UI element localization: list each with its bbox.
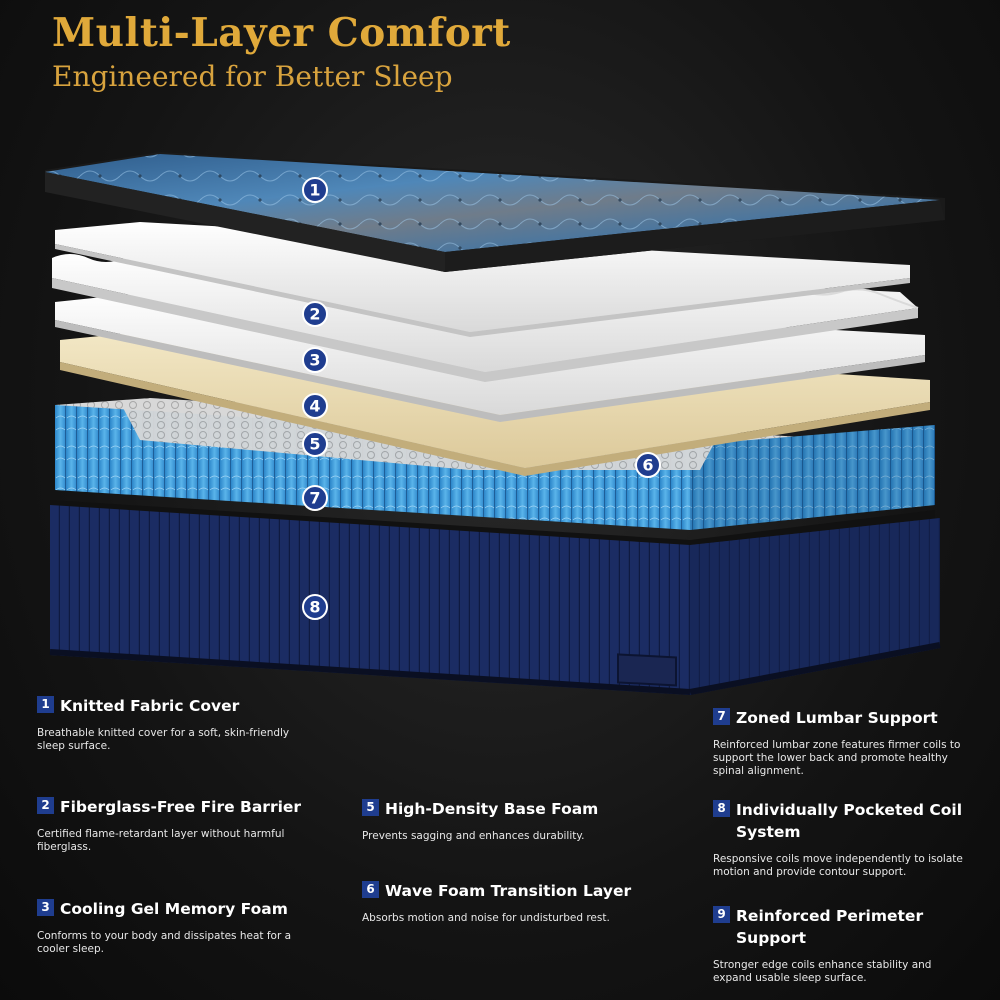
feature-number-badge: 3 [37, 899, 54, 916]
layer-badge-6: 6 [635, 452, 661, 478]
layer-number-badges: 1 2 3 4 5 6 7 8 [302, 177, 661, 620]
layer-badge-label: 2 [309, 305, 320, 324]
feature-description: Certified flame-retardant layer without … [37, 828, 285, 853]
page-subtitle: Engineered for Better Sleep [52, 60, 453, 93]
mattress-layers-diagram: 1 2 3 4 5 6 7 8 [45, 152, 945, 695]
feature-number-badge: 6 [362, 881, 379, 898]
layer-badge-1: 1 [302, 177, 328, 203]
layer-badge-8: 8 [302, 594, 328, 620]
layer-badge-label: 7 [309, 489, 320, 508]
layer-fire-barrier [55, 222, 910, 337]
feature-title: Wave Foam Transition Layer [385, 882, 632, 900]
feature-title: Individually Pocketed Coil System [736, 801, 963, 841]
feature-number-badge: 8 [713, 800, 730, 817]
feature-title: High-Density Base Foam [385, 800, 599, 818]
layer-badge-5: 5 [302, 431, 328, 457]
feature-number-badge: 2 [37, 797, 54, 814]
feature-title: Reinforced Perimeter Support [736, 907, 924, 947]
layer-badge-label: 8 [309, 598, 320, 617]
feature-number-badge: 1 [37, 696, 54, 713]
layer-badge-label: 5 [309, 435, 320, 454]
feature-number-badge: 5 [362, 799, 379, 816]
layer-badge-3: 3 [302, 347, 328, 373]
feature-description: Conforms to your body and dissipates hea… [37, 930, 292, 955]
layer-badge-4: 4 [302, 393, 328, 419]
feature-description: Absorbs motion and noise for undisturbed… [362, 912, 610, 924]
feature-title: Zoned Lumbar Support [736, 709, 938, 727]
layer-badge-2: 2 [302, 301, 328, 327]
layer-knitted-cover [45, 152, 945, 272]
layer-badge-label: 6 [642, 456, 653, 475]
feature-description: Breathable knitted cover for a soft, ski… [37, 727, 290, 752]
feature-description: Reinforced lumbar zone features firmer c… [713, 739, 961, 777]
layer-badge-label: 3 [309, 351, 320, 370]
layer-badge-7: 7 [302, 485, 328, 511]
layer-badge-label: 4 [309, 397, 320, 416]
feature-description: Responsive coils move independently to i… [713, 853, 963, 878]
feature-number-badge: 7 [713, 708, 730, 725]
feature-title: Cooling Gel Memory Foam [60, 900, 288, 918]
page-title: Multi-Layer Comfort [52, 10, 511, 56]
layer-badge-label: 1 [309, 181, 320, 200]
feature-description: Prevents sagging and enhances durability… [362, 830, 585, 842]
feature-number-badge: 9 [713, 906, 730, 923]
feature-title: Knitted Fabric Cover [60, 697, 240, 715]
feature-title: Fiberglass-Free Fire Barrier [60, 798, 302, 816]
feature-description: Stronger edge coils enhance stability an… [713, 959, 932, 984]
